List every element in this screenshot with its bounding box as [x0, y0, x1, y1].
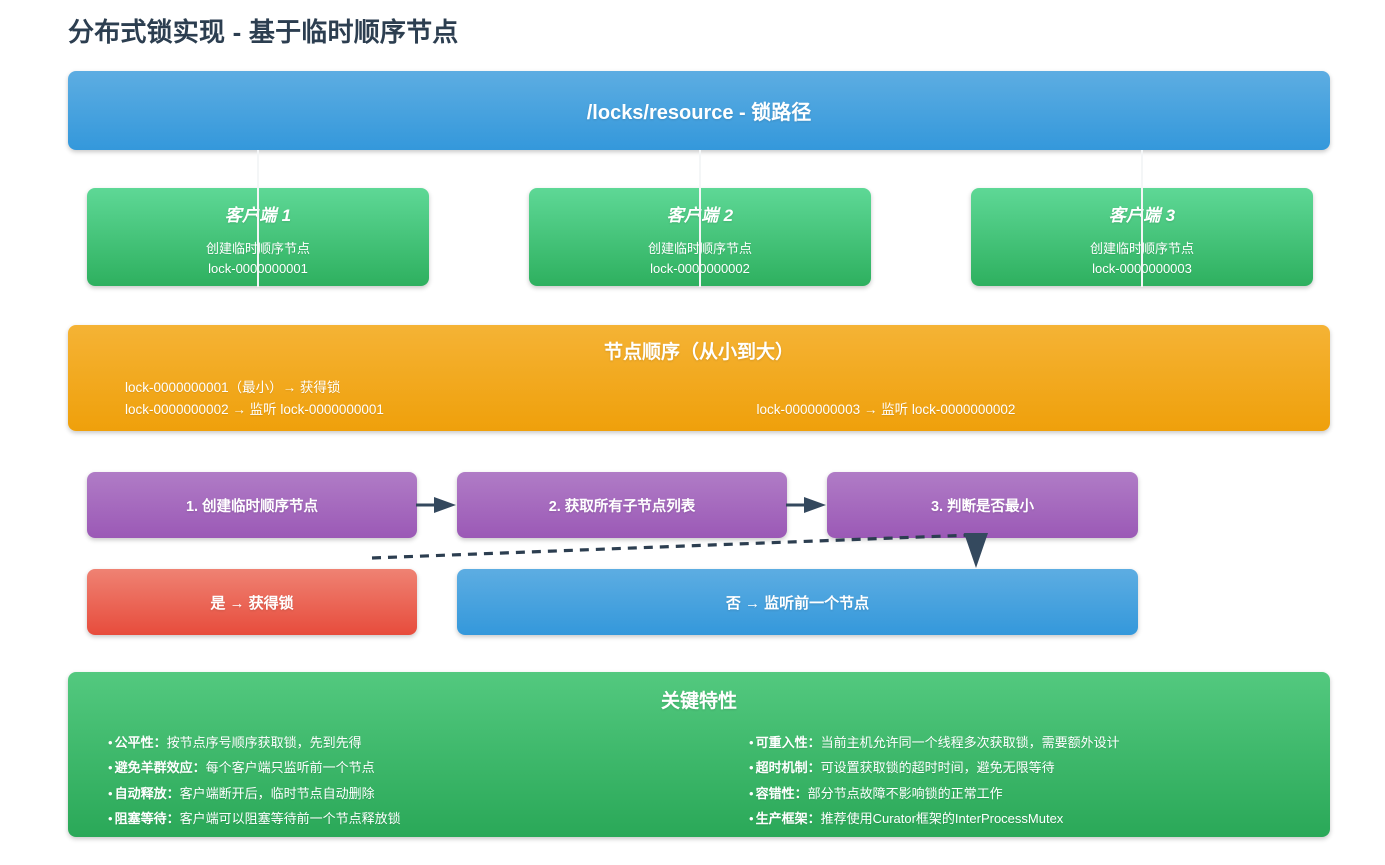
feature-label: 生产框架： — [755, 811, 821, 827]
feature-label: 避免羊群效应： — [114, 760, 206, 776]
bullet-icon: • — [749, 785, 754, 801]
feature-text: 部分节点故障不影响锁的正常工作 — [807, 785, 1003, 801]
feature-text: 当前主机允许同一个线程多次获取锁，需要额外设计 — [820, 735, 1120, 750]
page-title: 分布式锁实现 - 基于临时顺序节点 — [68, 17, 459, 47]
key-features-right-column: •可重入性：当前主机允许同一个线程多次获取锁，需要额外设计 •超时机制：可设置获… — [689, 730, 1330, 831]
feature-label: 自动释放： — [114, 785, 180, 801]
key-features-title: 关键特性 — [660, 691, 737, 712]
node-order-columns: lock-0000000001（最小）→ 获得锁 lock-0000000002… — [68, 377, 1330, 422]
key-features-panel: 关键特性 •公平性：按节点序号顺序获取锁，先到先得 •避免羊群效应：每个客户端只… — [68, 672, 1330, 837]
lock-path-label: /locks/resource - 锁路径 — [586, 102, 812, 124]
feature-item: •超时机制：可设置获取锁的超时时间，避免无限等待 — [749, 755, 1330, 780]
feature-text: 可设置获取锁的超时时间，避免无限等待 — [820, 760, 1055, 776]
node-order-line: lock-0000000001（最小）→ 获得锁 — [125, 380, 341, 395]
flow-step-1: 1. 创建临时顺序节点 — [87, 472, 417, 538]
feature-item: •可重入性：当前主机允许同一个线程多次获取锁，需要额外设计 — [749, 730, 1330, 755]
node-order-panel: 节点顺序（从小到大） lock-0000000001（最小）→ 获得锁 lock… — [68, 325, 1330, 431]
node-order-line: lock-0000000003 → 监听 lock-0000000002 — [756, 402, 1016, 417]
bullet-icon: • — [108, 760, 113, 776]
feature-text: 客户端断开后，临时节点自动删除 — [179, 785, 375, 801]
connector-header-to-client-2 — [699, 150, 701, 287]
flow-step-2: 2. 获取所有子节点列表 — [457, 472, 787, 538]
connector-header-to-client-3 — [1141, 150, 1143, 287]
outcome-yes-box: 是 → 获得锁 — [87, 569, 417, 635]
flow-step-label: 2. 获取所有子节点列表 — [548, 498, 696, 515]
feature-label: 可重入性： — [755, 735, 821, 750]
arrow-right-icon — [416, 496, 456, 514]
node-order-line: lock-0000000002 → 监听 lock-0000000001 — [125, 402, 384, 418]
feature-item: •阻塞等待：客户端可以阻塞等待前一个节点释放锁 — [108, 806, 689, 831]
feature-item: •自动释放：客户端断开后，临时节点自动删除 — [108, 781, 689, 806]
feature-label: 容错性： — [755, 785, 808, 801]
lock-path-banner: /locks/resource - 锁路径 — [68, 71, 1330, 150]
feature-label: 公平性： — [114, 735, 167, 750]
node-order-title: 节点顺序（从小到大） — [603, 342, 794, 363]
feature-item: •公平性：按节点序号顺序获取锁，先到先得 — [108, 730, 689, 755]
feature-text: 推荐使用Curator框架的InterProcessMutex — [820, 811, 1064, 827]
feature-label: 阻塞等待： — [114, 811, 180, 827]
feature-text: 按节点序号顺序获取锁，先到先得 — [166, 735, 362, 750]
bullet-icon: • — [749, 760, 754, 776]
arrow-right-icon — [786, 496, 826, 514]
bullet-icon: • — [108, 785, 113, 801]
flow-step-label: 3. 判断是否最小 — [930, 498, 1035, 515]
node-order-left-column: lock-0000000001（最小）→ 获得锁 lock-0000000002… — [68, 377, 699, 422]
feature-item: •容错性：部分节点故障不影响锁的正常工作 — [749, 781, 1330, 806]
node-order-right-column: lock-0000000003 → 监听 lock-0000000002 — [699, 377, 1331, 422]
bullet-icon: • — [108, 735, 113, 750]
bullet-icon: • — [749, 811, 754, 827]
feature-label: 超时机制： — [755, 760, 821, 776]
outcome-label: 否 → 监听前一个节点 — [725, 594, 870, 612]
bullet-icon: • — [749, 735, 754, 750]
flow-step-label: 1. 创建临时顺序节点 — [185, 498, 319, 515]
feature-item: •生产框架：推荐使用Curator框架的InterProcessMutex — [749, 806, 1330, 831]
feature-item: •避免羊群效应：每个客户端只监听前一个节点 — [108, 755, 689, 780]
key-features-left-column: •公平性：按节点序号顺序获取锁，先到先得 •避免羊群效应：每个客户端只监听前一个… — [68, 730, 689, 831]
feature-text: 每个客户端只监听前一个节点 — [205, 760, 375, 776]
outcome-label: 是 → 获得锁 — [210, 594, 294, 612]
key-features-columns: •公平性：按节点序号顺序获取锁，先到先得 •避免羊群效应：每个客户端只监听前一个… — [68, 730, 1330, 831]
outcome-no-box: 否 → 监听前一个节点 — [457, 569, 1138, 635]
feature-text: 客户端可以阻塞等待前一个节点释放锁 — [179, 811, 401, 827]
flow-step-3: 3. 判断是否最小 — [827, 472, 1138, 538]
connector-header-to-client-1 — [257, 150, 259, 287]
bullet-icon: • — [108, 811, 113, 827]
